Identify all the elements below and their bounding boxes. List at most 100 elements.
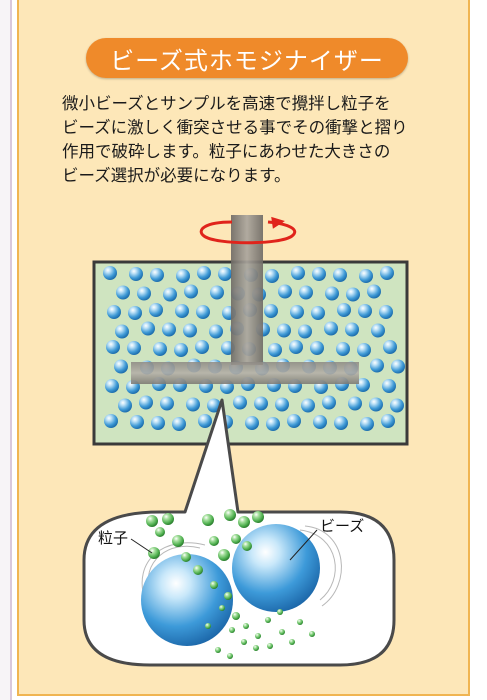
bead xyxy=(336,342,350,356)
bead xyxy=(360,417,374,431)
bead xyxy=(105,379,119,393)
particle xyxy=(202,514,214,526)
particle xyxy=(238,516,250,528)
bead xyxy=(383,340,397,354)
particle xyxy=(255,633,261,639)
description-line: ビーズ選択が必要になります。 xyxy=(62,165,291,185)
particle xyxy=(229,627,235,633)
stirrer-shaft xyxy=(231,215,263,365)
bead xyxy=(312,267,326,281)
large-bead xyxy=(232,524,320,612)
description-line: 微小ビーズとサンプルを高速で攪拌し粒子を xyxy=(62,94,391,113)
description-text: 微小ビーズとサンプルを高速で攪拌し粒子を ビーズに激しく衝突させる事でその衝撃と… xyxy=(62,92,452,188)
particle xyxy=(209,536,219,546)
bead xyxy=(210,285,224,300)
bead xyxy=(311,306,325,320)
bead xyxy=(115,324,129,339)
bead xyxy=(357,343,371,357)
bead xyxy=(391,359,405,374)
bead xyxy=(233,395,247,410)
bead xyxy=(310,341,324,355)
description-line: ビーズに激しく衝突させる事でその衝撃と摺り xyxy=(62,117,408,137)
particle xyxy=(309,631,315,637)
bead xyxy=(160,396,174,411)
bead xyxy=(107,305,121,319)
particle xyxy=(224,509,236,521)
bead xyxy=(333,268,347,282)
bead xyxy=(153,342,167,356)
particle xyxy=(242,541,252,551)
bead xyxy=(172,417,186,431)
particle xyxy=(219,605,225,611)
bead xyxy=(301,398,315,413)
particle xyxy=(205,623,211,629)
bead xyxy=(186,397,200,412)
particle xyxy=(172,535,184,547)
bead xyxy=(162,322,176,337)
bead xyxy=(380,266,394,280)
large-bead xyxy=(141,554,233,646)
particle xyxy=(146,515,158,527)
particle xyxy=(241,639,247,645)
bead xyxy=(104,414,118,428)
particle xyxy=(162,513,174,525)
rotation-arrow-icon xyxy=(199,216,297,245)
bead xyxy=(264,304,278,318)
bead xyxy=(290,305,304,319)
bead xyxy=(149,303,163,317)
bead xyxy=(322,395,336,410)
bead xyxy=(275,397,289,412)
particle xyxy=(227,653,233,659)
particle xyxy=(243,623,249,629)
particle xyxy=(252,511,264,523)
particle xyxy=(297,619,303,625)
bead xyxy=(379,305,393,319)
bead xyxy=(370,358,384,373)
particle-leader-line xyxy=(130,538,153,554)
bead xyxy=(139,395,153,410)
bead xyxy=(356,378,370,392)
bead xyxy=(174,343,188,357)
bead xyxy=(141,321,155,336)
particle xyxy=(155,527,165,537)
particle xyxy=(232,612,240,620)
particle xyxy=(193,565,203,575)
bead xyxy=(358,304,372,318)
bead xyxy=(198,414,212,428)
bead xyxy=(381,414,395,428)
bead xyxy=(150,268,164,282)
particle xyxy=(218,549,230,561)
bead xyxy=(245,416,259,430)
bead xyxy=(266,417,280,431)
particle xyxy=(277,609,283,615)
bead xyxy=(163,287,177,302)
bead xyxy=(390,398,404,413)
particle xyxy=(265,617,271,623)
left-margin-rule xyxy=(0,0,12,700)
particle-label: 粒子 xyxy=(98,529,128,547)
bead xyxy=(298,324,312,339)
bead xyxy=(367,284,381,299)
bead xyxy=(277,323,291,338)
bead xyxy=(382,379,396,393)
bead xyxy=(324,321,338,336)
bead xyxy=(289,340,303,354)
bead xyxy=(325,286,339,301)
bead xyxy=(197,266,211,280)
bead xyxy=(209,324,223,339)
particle xyxy=(279,629,285,635)
bead xyxy=(268,343,282,357)
bead xyxy=(345,322,359,337)
bead xyxy=(348,396,362,411)
bead xyxy=(183,323,197,338)
bead xyxy=(337,303,351,317)
bead xyxy=(128,306,142,320)
bead xyxy=(369,397,383,412)
particle xyxy=(210,581,218,589)
bead xyxy=(176,269,190,283)
beads-leader-line xyxy=(289,529,318,561)
bead xyxy=(287,414,301,428)
bead xyxy=(130,415,144,429)
bead xyxy=(116,285,130,300)
